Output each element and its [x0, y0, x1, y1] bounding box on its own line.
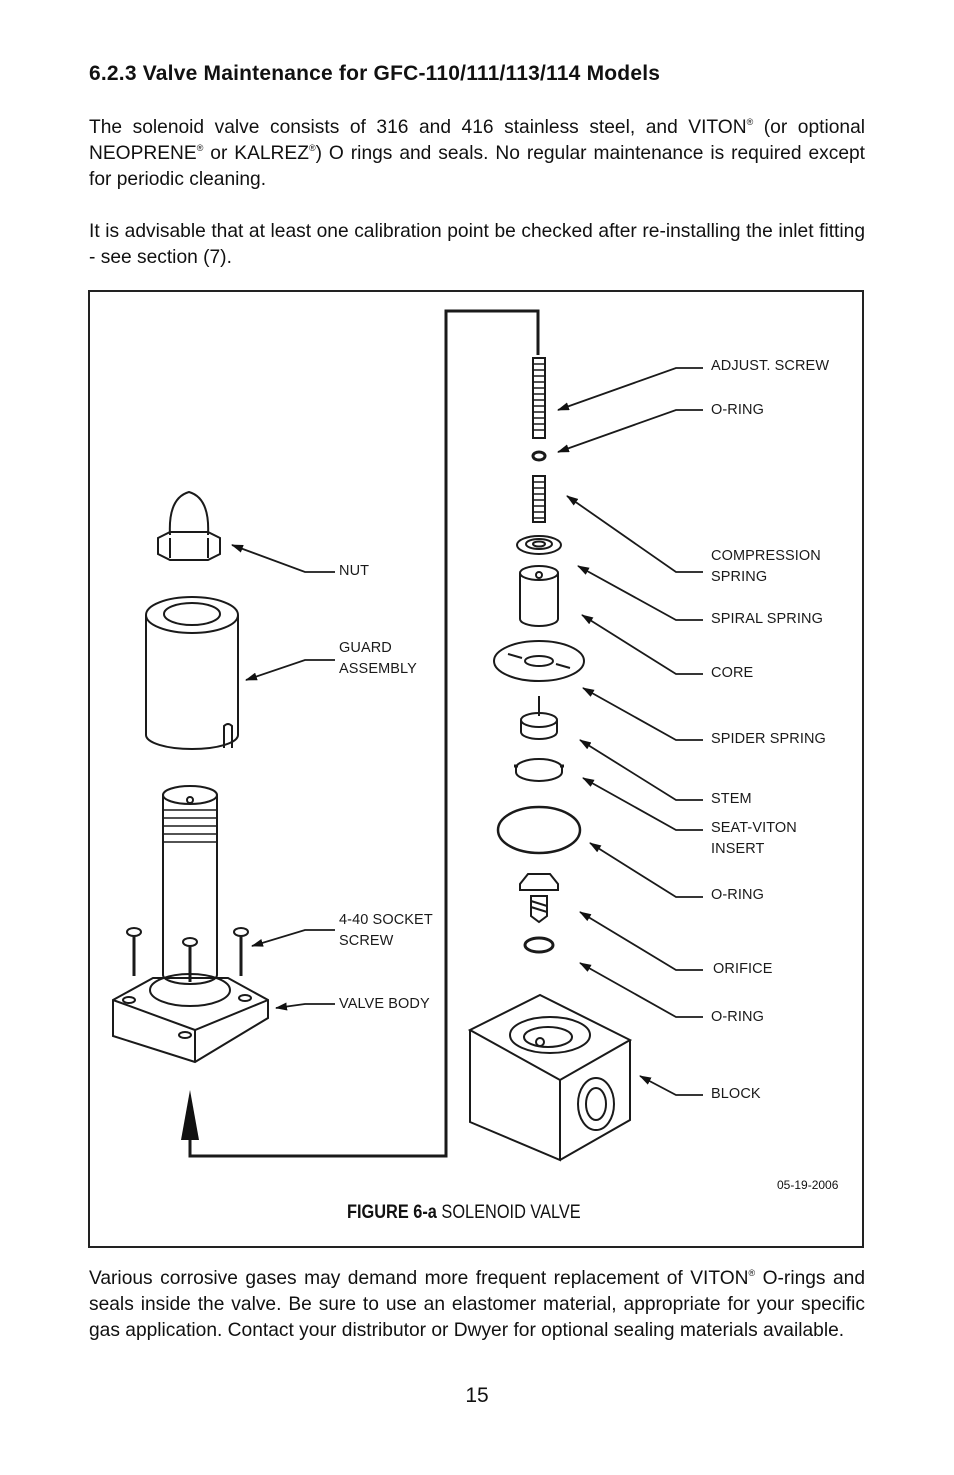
paragraph-corrosive-gases: Various corrosive gases may demand more … [89, 1268, 865, 1341]
leader-spider-spring [582, 687, 703, 741]
adjust-screw-part [532, 357, 546, 439]
label-spider-spring: SPIDER SPRING [711, 731, 826, 747]
leader-spiral-spring [577, 565, 703, 621]
socket-screws-part [126, 927, 249, 982]
figure-date: 05-19-2006 [777, 1178, 839, 1192]
stem-part [520, 696, 558, 740]
valve-body-part [112, 785, 269, 1064]
spider-spring-part [493, 640, 585, 682]
leader-stem [579, 739, 703, 801]
guard-assembly-part [145, 596, 239, 750]
label-stem: STEM [711, 791, 752, 807]
nut-part [157, 490, 221, 561]
leader-orifice [579, 911, 703, 971]
leader-compression-spring [566, 495, 703, 573]
core-part [519, 565, 559, 627]
leader-seat-insert [582, 777, 703, 831]
leader-socket-screw [251, 929, 335, 947]
label-valve-body: VALVE BODY [339, 996, 430, 1012]
paragraph-calibration: It is advisable that at least one calibr… [89, 221, 865, 268]
compression-spring-part [532, 475, 546, 523]
label-adjust-screw: ADJUST. SCREW [711, 358, 830, 374]
oring-mid-part [496, 805, 582, 855]
leader-oring-low [579, 962, 703, 1018]
leader-adjust-screw [557, 367, 703, 411]
spiral-spring-part [516, 535, 562, 555]
assembly-flow-arrowhead [181, 1090, 199, 1140]
leader-nut [231, 544, 335, 573]
label-core: CORE [711, 665, 754, 681]
leader-guard [245, 659, 335, 681]
label-oring-low: O-RING [711, 1009, 764, 1025]
leader-oring-mid [589, 842, 703, 898]
leader-core [581, 614, 703, 675]
label-nut: NUT [339, 563, 370, 579]
orifice-part [519, 873, 559, 924]
label-block: BLOCK [711, 1086, 761, 1102]
label-orifice: ORIFICE [713, 961, 773, 977]
page-number: 15 [465, 1384, 489, 1407]
oring-low-part [523, 936, 555, 954]
label-oring-top: O-RING [711, 402, 764, 418]
figure-caption: FIGURE 6-a SOLENOID VALVE [347, 1202, 581, 1223]
section-heading: 6.2.3 Valve Maintenance for GFC-110/111/… [89, 62, 661, 85]
assembly-flow-line [188, 309, 540, 1158]
seat-insert-part [514, 758, 564, 782]
block-part [467, 993, 633, 1162]
label-oring-mid: O-RING [711, 887, 764, 903]
leader-oring-top [557, 409, 703, 453]
paragraph-materials: The solenoid valve consists of 316 and 4… [89, 117, 866, 190]
label-spiral-spring: SPIRAL SPRING [711, 611, 823, 627]
figure-frame [88, 290, 864, 1248]
leader-valve-body [275, 1002, 335, 1011]
leader-block [639, 1075, 703, 1096]
oring-top-part [531, 450, 547, 462]
